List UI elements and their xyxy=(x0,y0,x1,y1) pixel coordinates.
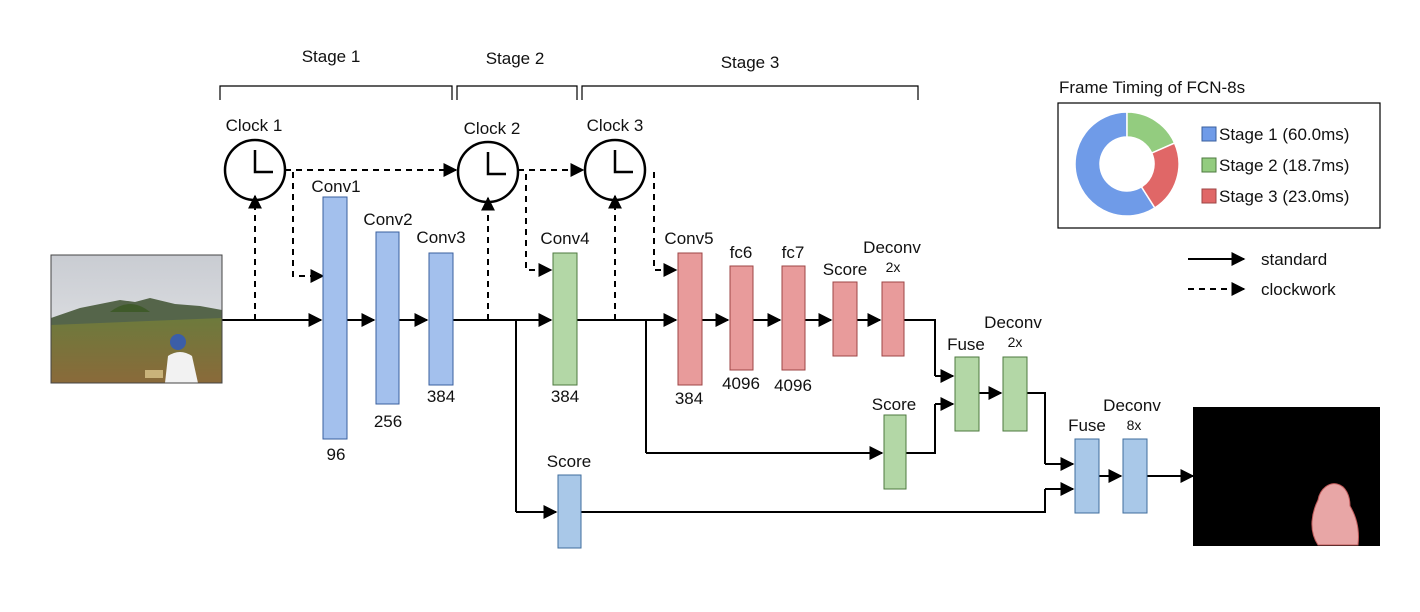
conv2-channels: 256 xyxy=(374,412,402,431)
deconv-final-block xyxy=(1122,438,1148,514)
stage-2-bracket xyxy=(456,85,578,100)
fuse-final-block xyxy=(1074,438,1100,514)
conv5-channels: 384 xyxy=(675,389,703,408)
fc6-channels: 4096 xyxy=(722,374,760,393)
stage-brackets: Stage 1 Stage 2 Stage 3 xyxy=(219,47,919,100)
stage-2-label: Stage 2 xyxy=(486,49,545,68)
deconv-top-factor: 2x xyxy=(886,259,901,275)
input-image xyxy=(50,254,223,384)
timing-donut-chart xyxy=(1074,111,1180,217)
conv4-block xyxy=(552,252,578,386)
clock-1-icon xyxy=(223,138,287,202)
stage-3-label: Stage 3 xyxy=(721,53,780,72)
score-top-label: Score xyxy=(823,260,867,279)
stage-1-swatch xyxy=(1201,126,1217,142)
fc7-block xyxy=(781,265,806,371)
conv1-block xyxy=(322,196,348,440)
conv4-label: Conv4 xyxy=(540,229,589,248)
legend-clockwork-label: clockwork xyxy=(1261,280,1336,299)
fc6-label: fc6 xyxy=(730,243,753,262)
deconv-mid-factor: 2x xyxy=(1008,334,1023,350)
conv4-channels: 384 xyxy=(551,387,579,406)
deconv-top-label: Deconv xyxy=(863,238,921,257)
score-mid-label: Score xyxy=(872,395,916,414)
clock-3-icon xyxy=(583,138,647,202)
conv3-block xyxy=(428,252,454,386)
score-mid-block xyxy=(883,414,907,490)
legend-standard-label: standard xyxy=(1261,250,1327,269)
conv1-channels: 96 xyxy=(327,445,346,464)
fc7-label: fc7 xyxy=(782,243,805,262)
fc6-block xyxy=(729,265,754,371)
timing-entry-stage-1: Stage 1 (60.0ms) xyxy=(1219,125,1349,144)
stage-3-slice xyxy=(1140,142,1180,209)
conv5-label: Conv5 xyxy=(664,229,713,248)
timing-panel: Frame Timing of FCN-8s Stage 1 (60.0ms) … xyxy=(1057,78,1381,229)
score-bottom-block xyxy=(557,474,582,549)
deconv-top-block xyxy=(881,281,905,357)
standard-connections xyxy=(222,313,1195,519)
clock-1-label: Clock 1 xyxy=(226,116,283,135)
clock-2-label: Clock 2 xyxy=(464,119,521,138)
conv1-label: Conv1 xyxy=(311,177,360,196)
clock-2-icon xyxy=(456,140,520,204)
conv3-channels: 384 xyxy=(427,387,455,406)
stage-2-swatch xyxy=(1201,157,1217,173)
fc7-channels: 4096 xyxy=(774,376,812,395)
stage-1-bracket xyxy=(219,85,453,100)
clocks: Clock 1 Clock 2 Clock 3 xyxy=(223,116,647,204)
stage-3-bracket xyxy=(581,85,919,100)
conv2-block xyxy=(375,231,400,405)
conv2-label: Conv2 xyxy=(363,210,412,229)
score-top-block xyxy=(832,281,858,357)
fuse-mid-block xyxy=(954,356,980,432)
conv3-label: Conv3 xyxy=(416,228,465,247)
stage-1-label: Stage 1 xyxy=(302,47,361,66)
deconv-mid-block xyxy=(1002,356,1028,432)
conv5-block xyxy=(677,252,703,386)
fuse-final-label: Fuse xyxy=(1068,416,1106,435)
output-segmentation xyxy=(1193,407,1380,546)
deconv-final-factor: 8x xyxy=(1127,417,1142,433)
clock-3-label: Clock 3 xyxy=(587,116,644,135)
timing-entry-stage-2: Stage 2 (18.7ms) xyxy=(1219,156,1349,175)
timing-panel-title: Frame Timing of FCN-8s xyxy=(1059,78,1245,97)
layers xyxy=(322,196,1148,549)
layer-labels: Conv1 96 Conv2 256 Conv3 384 Conv4 384 C… xyxy=(311,177,1161,471)
deconv-final-label: Deconv xyxy=(1103,396,1161,415)
score-bottom-label: Score xyxy=(547,452,591,471)
clockwork-connections xyxy=(248,163,678,320)
timing-entry-stage-3: Stage 3 (23.0ms) xyxy=(1219,187,1349,206)
stage-1-slice xyxy=(1074,111,1156,217)
deconv-mid-label: Deconv xyxy=(984,313,1042,332)
fuse-mid-label: Fuse xyxy=(947,335,985,354)
stage-3-swatch xyxy=(1201,188,1217,204)
line-legend: standard clockwork xyxy=(1188,250,1336,299)
